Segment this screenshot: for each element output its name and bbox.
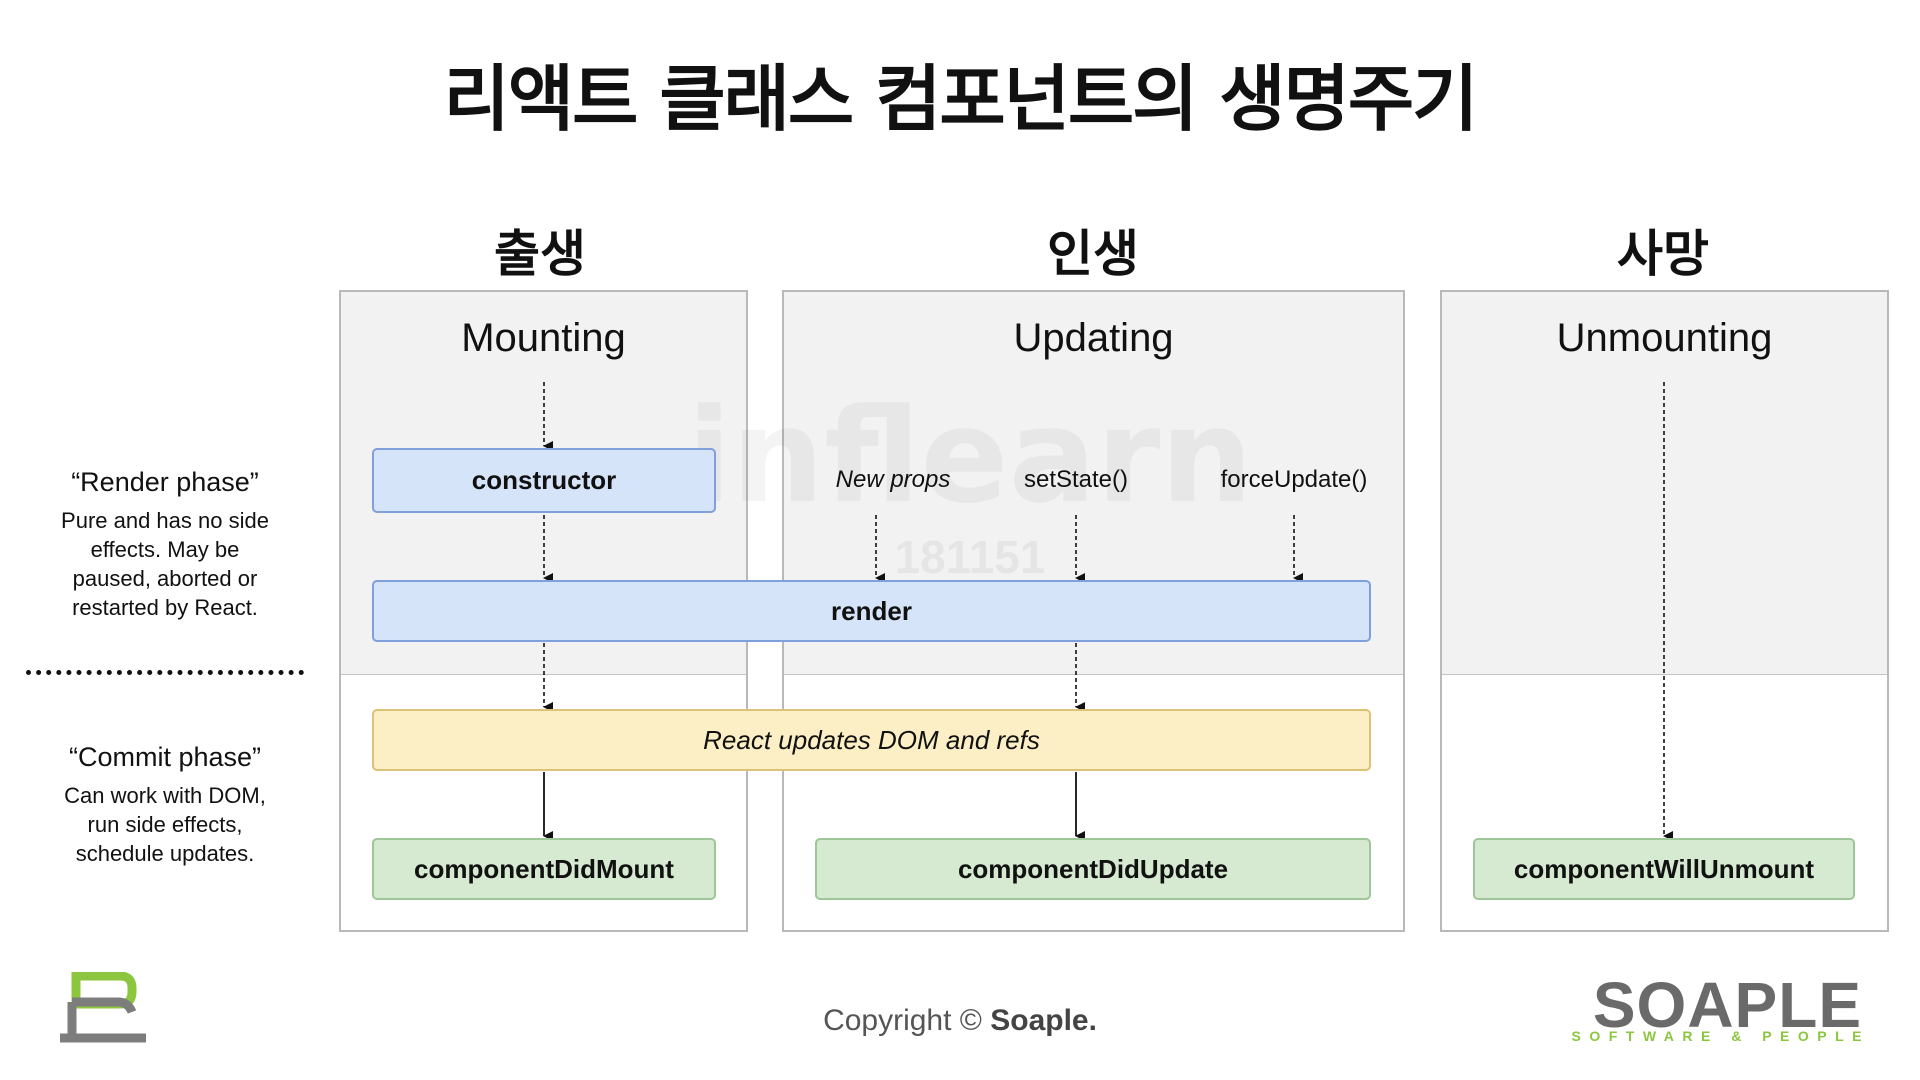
phase-heading-death: 사망 bbox=[1617, 225, 1709, 283]
copyright-prefix: Copyright © bbox=[823, 1004, 991, 1037]
render-phase-description: Pure and has no side effects. May be pau… bbox=[20, 506, 310, 622]
commit-phase-line: Can work with DOM, bbox=[64, 783, 266, 808]
component-did-mount-box: componentDidMount bbox=[372, 838, 716, 900]
render-phase-line: effects. May be bbox=[90, 537, 240, 562]
render-phase-line: restarted by React. bbox=[72, 595, 258, 620]
trigger-new-props: New props bbox=[835, 466, 951, 493]
phase-divider bbox=[26, 670, 304, 675]
copyright-brand: Soaple. bbox=[990, 1004, 1097, 1037]
soaple-logo-icon bbox=[60, 972, 146, 1043]
render-phase-line: Pure and has no side bbox=[61, 508, 269, 533]
watermark-logo: inflearn bbox=[650, 380, 1290, 532]
phase-heading-life: 인생 bbox=[1047, 225, 1139, 283]
updating-title: Updating bbox=[1013, 316, 1174, 360]
render-box: render bbox=[372, 580, 1371, 642]
dom-update-box: React updates DOM and refs bbox=[372, 709, 1371, 771]
unmounting-title: Unmounting bbox=[1556, 316, 1773, 360]
commit-phase-heading: “Commit phase” bbox=[68, 742, 262, 772]
watermark-id: 181151 bbox=[894, 531, 1046, 583]
constructor-box: constructor bbox=[372, 448, 716, 513]
render-phase-line: paused, aborted or bbox=[72, 566, 258, 591]
mounting-title: Mounting bbox=[461, 316, 626, 360]
component-did-update-box: componentDidUpdate bbox=[815, 838, 1371, 900]
commit-phase-description: Can work with DOM, run side effects, sch… bbox=[20, 781, 310, 868]
brand-tagline: SOFTWARE & PEOPLE bbox=[1571, 1028, 1870, 1044]
page-title: 리액트 클래스 컴포넌트의 생명주기 bbox=[443, 57, 1479, 141]
brand-name: SOAPLE bbox=[1592, 969, 1862, 1041]
commit-phase-line: run side effects, bbox=[87, 812, 243, 837]
render-phase-heading: “Render phase” bbox=[71, 467, 259, 497]
phase-heading-birth: 출생 bbox=[494, 225, 586, 283]
trigger-force-update: forceUpdate() bbox=[1220, 466, 1368, 493]
trigger-set-state: setState() bbox=[1023, 466, 1129, 493]
copyright-text: Copyright © Soaple. bbox=[660, 1004, 1260, 1038]
commit-phase-line: schedule updates. bbox=[75, 841, 255, 866]
component-will-unmount-box: componentWillUnmount bbox=[1473, 838, 1855, 900]
